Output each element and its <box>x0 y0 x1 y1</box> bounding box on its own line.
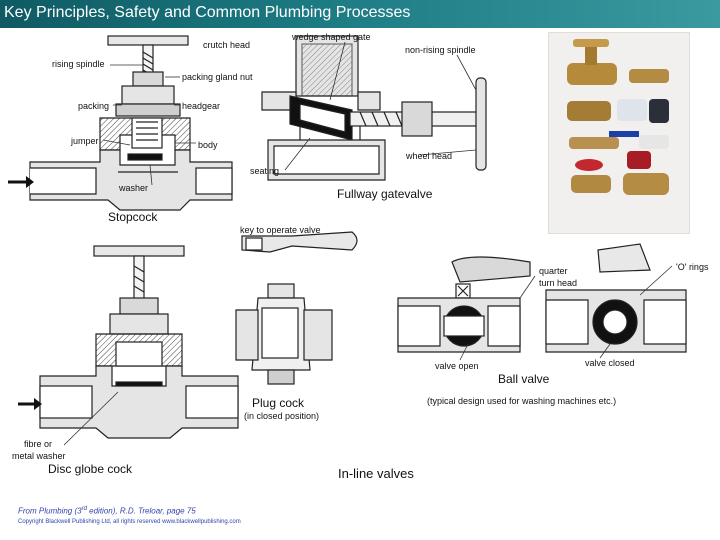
valves-photo-art <box>567 39 669 195</box>
ball-valve-leaders <box>459 265 673 361</box>
credit-edition-post: edition), R.D. Treloar, page 75 <box>86 506 196 516</box>
label-seating: seating <box>250 166 280 176</box>
caption-fullway-gatevalve: Fullway gatevalve <box>337 187 433 201</box>
label-jumper: jumper <box>71 136 99 146</box>
credit-book: Plumbing <box>38 506 73 516</box>
label-wedge-gate: wedge shaped gate <box>292 32 371 42</box>
stopcock-leaders <box>102 64 196 186</box>
label-fibre: fibre or <box>24 439 53 449</box>
label-metal-washer: metal washer <box>12 451 66 461</box>
label-packing-gland-nut: packing gland nut <box>182 72 253 82</box>
disc-globe-drawing <box>39 245 239 439</box>
credit-prefix: From <box>18 506 39 516</box>
label-crutch-head: crutch head <box>203 40 251 50</box>
title-bar: Key Principles, Safety and Common Plumbi… <box>0 0 720 28</box>
caption-stopcock: Stopcock <box>108 210 158 224</box>
ball-valve-closed-drawing <box>545 243 687 353</box>
label-closed-position: (in closed position) <box>244 411 320 421</box>
gate-valve-leaders <box>284 41 477 171</box>
globe-washer-leader <box>63 391 119 446</box>
label-rising-spindle: rising spindle <box>52 59 105 69</box>
copyright-text: Copyright Blackwell Publishing Ltd, all … <box>18 519 241 525</box>
plug-cock-drawing <box>235 231 358 385</box>
label-washer: washer <box>119 183 149 193</box>
label-valve-open: valve open <box>435 361 479 371</box>
label-o-rings: 'O' rings <box>676 262 709 272</box>
page-title: Key Principles, Safety and Common Plumbi… <box>4 4 411 21</box>
caption-ball-valve: Ball valve <box>498 372 550 386</box>
source-credit: From Plumbing (3rd edition), R.D. Treloa… <box>18 506 196 516</box>
gate-valve-drawing <box>261 35 487 181</box>
label-turn-head: turn head <box>539 278 578 288</box>
stopcock-flow-arrowhead <box>26 176 34 188</box>
label-headgear: headgear <box>182 101 221 111</box>
caption-inline-valves: In-line valves <box>338 466 414 481</box>
label-quarter: quarter <box>539 266 568 276</box>
credit-edition-pre: (3 <box>72 506 82 516</box>
label-key-operate: key to operate valve <box>240 225 321 235</box>
caption-disc-globe-cock: Disc globe cock <box>48 462 133 476</box>
ball-valve-open-drawing <box>397 256 531 353</box>
credit-edition-sup: rd <box>81 506 87 512</box>
label-wheel-head: wheel head <box>406 151 453 161</box>
label-packing: packing <box>78 101 110 111</box>
label-valve-closed: valve closed <box>585 358 635 368</box>
label-body: body <box>198 140 218 150</box>
label-non-rising-spindle: non-rising spindle <box>405 45 476 55</box>
caption-plug-cock: Plug cock <box>252 396 305 410</box>
valves-photo <box>548 32 690 234</box>
globe-flow-arrowhead <box>34 398 42 410</box>
stopcock-drawing <box>29 35 233 211</box>
label-washing-machines: (typical design used for washing machine… <box>427 396 617 406</box>
